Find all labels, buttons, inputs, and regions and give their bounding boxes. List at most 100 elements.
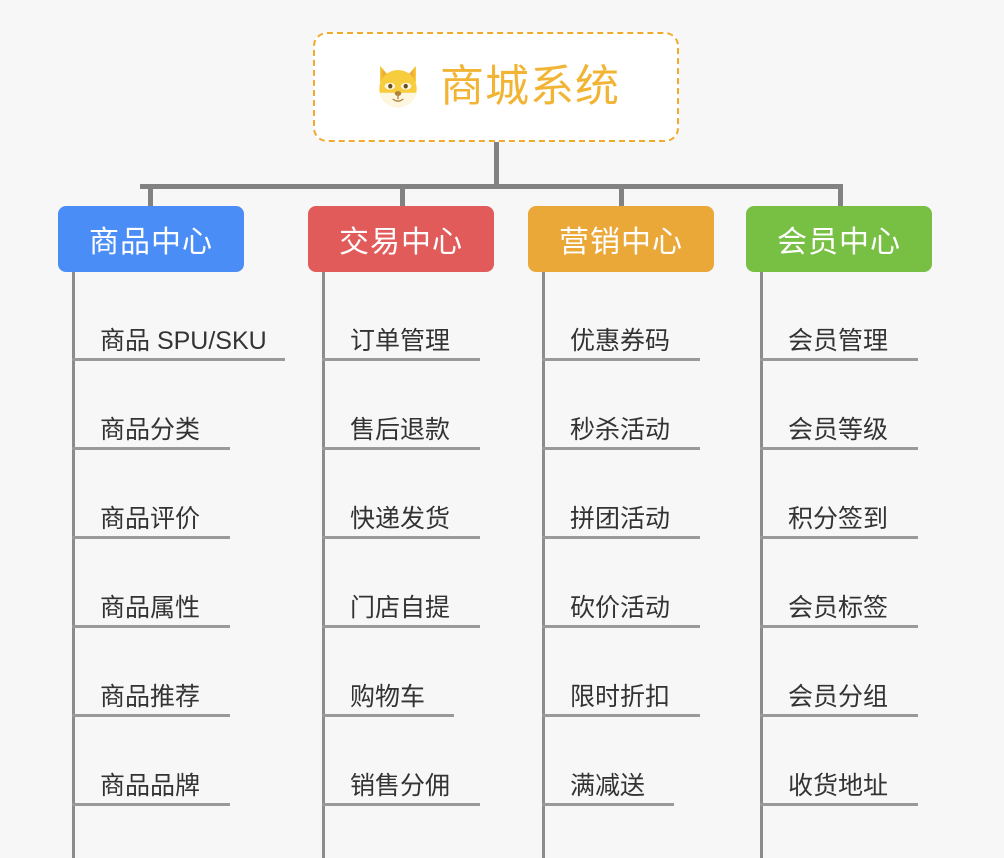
leaf-underline (322, 536, 480, 539)
branch-header-3[interactable]: 营销中心 (528, 206, 714, 272)
leaf-node[interactable]: 订单管理 (322, 272, 494, 361)
leaf-node[interactable]: 会员标签 (760, 539, 932, 628)
leaf-node[interactable]: 拼团活动 (542, 450, 714, 539)
branch-children-4: 会员管理会员等级积分签到会员标签会员分组收货地址 (760, 272, 932, 858)
leaf-underline (322, 714, 454, 717)
leaf-node[interactable]: 满减送 (542, 717, 714, 806)
branch-spine-1 (72, 272, 75, 858)
connector-drop-1 (148, 184, 153, 206)
leaf-label: 商品 SPU/SKU (100, 326, 267, 355)
leaf-underline (542, 714, 700, 717)
leaf-node[interactable]: 售后退款 (322, 361, 494, 450)
branch-header-label: 会员中心 (777, 226, 901, 259)
leaf-node[interactable]: 购物车 (322, 628, 494, 717)
leaf-underline (542, 803, 674, 806)
mindmap-canvas: 商城系统 商品中心商品 SPU/SKU 商品分类商品评价商品属性商品推荐商品品牌 交… (58, 32, 932, 858)
leaf-node[interactable]: 快递发货 (322, 450, 494, 539)
branch-children-1: 商品 SPU/SKU 商品分类商品评价商品属性商品推荐商品品牌 (72, 272, 285, 858)
leaf-label: 会员标签 (788, 593, 889, 622)
leaf-underline (542, 536, 700, 539)
leaf-underline (760, 803, 918, 806)
leaf-node[interactable]: 商品 SPU/SKU (72, 272, 285, 361)
leaf-underline (72, 447, 230, 450)
leaf-underline (322, 625, 480, 628)
leaf-node[interactable]: 销售分佣 (322, 717, 494, 806)
leaf-node[interactable]: 优惠券码 (542, 272, 714, 361)
leaf-label: 秒杀活动 (570, 415, 671, 444)
branch-children-2: 订单管理售后退款快递发货门店自提购物车销售分佣 (322, 272, 494, 858)
leaf-underline (542, 625, 700, 628)
leaf-node[interactable]: 收货地址 (760, 717, 932, 806)
branch-header-4[interactable]: 会员中心 (746, 206, 932, 272)
branch-column-2: 交易中心订单管理售后退款快递发货门店自提购物车销售分佣 (308, 206, 494, 858)
leaf-node[interactable]: 商品评价 (72, 450, 244, 539)
leaf-node[interactable]: 门店自提 (322, 539, 494, 628)
branch-children-3: 优惠券码秒杀活动拼团活动砍价活动限时折扣满减送 (542, 272, 714, 858)
branch-spine-2 (322, 272, 325, 858)
leaf-label: 商品品牌 (100, 771, 201, 800)
leaf-label: 会员等级 (788, 415, 889, 444)
leaf-node[interactable]: 限时折扣 (542, 628, 714, 717)
leaf-label: 购物车 (350, 682, 426, 711)
leaf-label: 会员管理 (788, 326, 889, 355)
branch-column-1: 商品中心商品 SPU/SKU 商品分类商品评价商品属性商品推荐商品品牌 (58, 206, 285, 858)
leaf-underline (72, 625, 230, 628)
leaf-node[interactable]: 会员等级 (760, 361, 932, 450)
leaf-label: 销售分佣 (350, 771, 451, 800)
leaf-label: 砍价活动 (570, 593, 671, 622)
root-title: 商城系统 (440, 62, 620, 111)
leaf-node[interactable]: 秒杀活动 (542, 361, 714, 450)
leaf-underline (760, 536, 918, 539)
leaf-label: 限时折扣 (570, 682, 671, 711)
leaf-label: 门店自提 (350, 593, 451, 622)
leaf-label: 商品属性 (100, 593, 201, 622)
leaf-underline (72, 714, 230, 717)
leaf-node[interactable]: 商品属性 (72, 539, 244, 628)
branch-header-label: 营销中心 (559, 226, 683, 259)
leaf-underline (542, 447, 700, 450)
leaf-label: 订单管理 (350, 326, 451, 355)
leaf-node[interactable]: 积分签到 (760, 450, 932, 539)
connector-root-stem (494, 142, 499, 186)
branch-spine-3 (542, 272, 545, 858)
connector-drop-4 (838, 184, 843, 206)
branch-header-label: 商品中心 (89, 226, 213, 259)
branch-spine-4 (760, 272, 763, 858)
leaf-label: 商品评价 (100, 504, 201, 533)
leaf-underline (542, 358, 700, 361)
leaf-label: 商品分类 (100, 415, 201, 444)
leaf-label: 积分签到 (788, 504, 889, 533)
leaf-label: 满减送 (570, 771, 646, 800)
leaf-node[interactable]: 砍价活动 (542, 539, 714, 628)
leaf-node[interactable]: 商品分类 (72, 361, 244, 450)
branch-header-2[interactable]: 交易中心 (308, 206, 494, 272)
leaf-label: 商品推荐 (100, 682, 201, 711)
branch-column-3: 营销中心优惠券码秒杀活动拼团活动砍价活动限时折扣满减送 (528, 206, 714, 858)
branch-header-1[interactable]: 商品中心 (58, 206, 244, 272)
leaf-label: 优惠券码 (570, 326, 671, 355)
leaf-underline (322, 803, 480, 806)
leaf-underline (760, 358, 918, 361)
leaf-underline (760, 447, 918, 450)
leaf-underline (72, 536, 230, 539)
leaf-underline (760, 714, 918, 717)
leaf-label: 收货地址 (788, 771, 889, 800)
leaf-underline (72, 358, 285, 361)
branch-header-label: 交易中心 (339, 226, 463, 259)
leaf-label: 拼团活动 (570, 504, 671, 533)
leaf-label: 会员分组 (788, 682, 889, 711)
leaf-underline (322, 447, 480, 450)
leaf-underline (760, 625, 918, 628)
leaf-node[interactable]: 会员管理 (760, 272, 932, 361)
leaf-underline (322, 358, 480, 361)
leaf-label: 快递发货 (350, 504, 451, 533)
root-node[interactable]: 商城系统 (313, 32, 679, 142)
branch-column-4: 会员中心会员管理会员等级积分签到会员标签会员分组收货地址 (746, 206, 932, 858)
leaf-node[interactable]: 商品品牌 (72, 717, 244, 806)
connector-drop-2 (400, 184, 405, 206)
leaf-node[interactable]: 商品推荐 (72, 628, 244, 717)
connector-horizontal-bar (140, 184, 840, 189)
shiba-dog-icon (379, 65, 417, 109)
leaf-underline (72, 803, 230, 806)
leaf-node[interactable]: 会员分组 (760, 628, 932, 717)
